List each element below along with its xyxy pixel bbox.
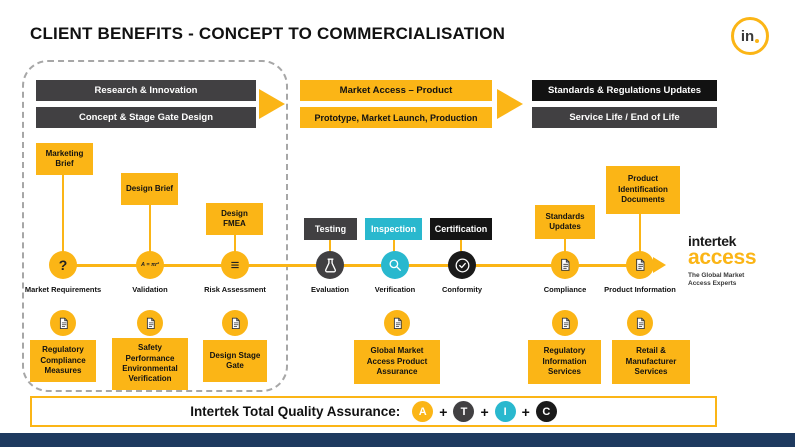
document-icon <box>50 310 76 336</box>
connector-line <box>564 239 566 253</box>
access-logo-brand: intertek <box>688 233 737 249</box>
formula-icon: A = πr² <box>136 251 164 279</box>
intertek-logo-dot <box>755 39 760 43</box>
milestone-label: Risk Assessment <box>204 285 266 294</box>
process-timeline <box>63 264 655 267</box>
milestone-label: Compliance <box>543 285 587 294</box>
milestone-label: Validation <box>132 285 168 294</box>
list-icon: ≡ <box>221 251 249 279</box>
concept-phase-frame <box>22 60 288 392</box>
footer-bar <box>0 433 795 447</box>
banner-market-access-product: Market Access – Product <box>300 80 492 101</box>
milestone-label: Evaluation <box>311 285 349 294</box>
connector-line <box>393 240 395 253</box>
intertek-logo-icon: in <box>731 17 769 55</box>
connector-line <box>639 214 641 253</box>
document-icon <box>552 310 578 336</box>
plus-sign: + <box>521 403 530 420</box>
tqa-a-badge: A <box>412 401 434 422</box>
question-icon: ? <box>49 251 77 279</box>
tqa-t-badge: T <box>453 401 475 422</box>
banner-concept-stage-gate: Concept & Stage Gate Design <box>36 107 256 128</box>
document-icon <box>626 251 654 279</box>
document-icon <box>137 310 163 336</box>
document-icon <box>222 310 248 336</box>
banner-service-life: Service Life / End of Life <box>532 107 717 128</box>
connector-line <box>62 175 64 253</box>
list-glyph: ≡ <box>230 256 240 274</box>
tag-testing: Testing <box>304 218 357 240</box>
connector-line <box>234 235 236 253</box>
connector-line <box>460 240 462 253</box>
output-regulatory-information: Regulatory Information Services <box>528 340 601 384</box>
brief-box-marketing: Marketing Brief <box>36 143 93 175</box>
tqa-c-badge: C <box>535 401 557 422</box>
banner-prototype-launch-production: Prototype, Market Launch, Production <box>300 107 492 128</box>
tqa-i-badge: I <box>494 401 516 422</box>
flask-icon <box>316 251 344 279</box>
page-title: CLIENT BENEFITS - CONCEPT TO COMMERCIALI… <box>30 24 506 43</box>
banner-research-innovation: Research & Innovation <box>36 80 256 101</box>
intertek-access-logo: intertek access The Global Market Access… <box>688 233 792 289</box>
phase-arrow-icon <box>259 89 285 119</box>
tag-inspection: Inspection <box>365 218 422 240</box>
tqa-banner: Intertek Total Quality Assurance: A + T … <box>30 396 717 427</box>
access-logo-tagline: The Global Market Access Experts <box>688 272 745 288</box>
magnifier-icon <box>381 251 409 279</box>
document-icon <box>627 310 653 336</box>
document-icon <box>551 251 579 279</box>
question-glyph: ? <box>58 257 68 273</box>
milestone-label: Verification <box>374 285 416 294</box>
brief-box-design-brief: Design Brief <box>121 173 178 205</box>
access-logo-product: access <box>688 246 757 269</box>
milestone-label: Market Requirements <box>24 285 102 294</box>
timeline-arrow-icon <box>653 257 666 273</box>
document-icon <box>384 310 410 336</box>
tag-certification: Certification <box>430 218 492 240</box>
intertek-logo-text: in <box>740 27 755 45</box>
output-retail-manufacturer: Retail & Manufacturer Services <box>612 340 690 384</box>
banner-standards-regulations: Standards & Regulations Updates <box>532 80 717 101</box>
connector-line <box>149 205 151 253</box>
box-product-identification: Product Identification Documents <box>606 166 680 214</box>
plus-sign: + <box>480 403 489 420</box>
check-circle-icon <box>448 251 476 279</box>
box-standards-updates: Standards Updates <box>535 205 595 239</box>
brief-box-design-fmea: Design FMEA <box>206 203 263 235</box>
milestone-label: Product Information <box>604 285 676 294</box>
output-regulatory-compliance: Regulatory Compliance Measures <box>30 340 96 382</box>
output-safety-performance: Safety Performance Environmental Verific… <box>112 338 188 390</box>
phase-arrow-icon <box>497 89 523 119</box>
connector-line <box>329 240 331 253</box>
tqa-label: Intertek Total Quality Assurance: <box>190 404 401 419</box>
plus-sign: + <box>439 403 448 420</box>
milestone-label: Conformity <box>442 285 482 294</box>
formula-glyph: A = πr² <box>141 262 159 268</box>
output-global-market-access: Global Market Access Product Assurance <box>354 340 440 384</box>
output-design-stage-gate: Design Stage Gate <box>203 340 267 382</box>
